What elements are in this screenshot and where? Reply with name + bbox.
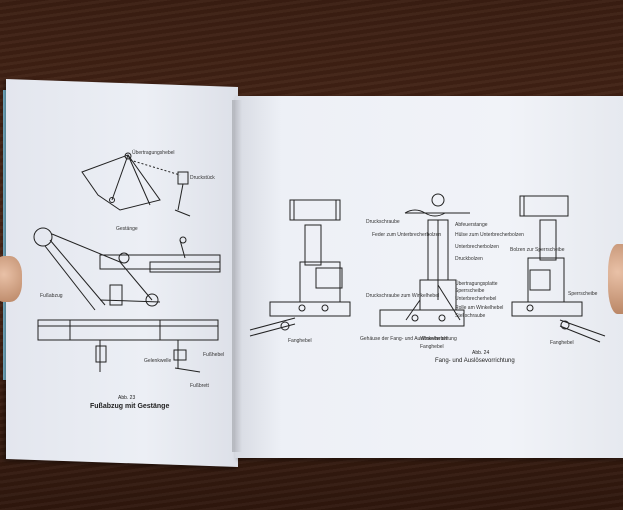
- right-view-cylinder: [519, 195, 569, 217]
- label-druckbolzen: Druckbolzen: [455, 256, 483, 262]
- center-view-top-knob: [431, 193, 445, 207]
- label-uebertragungsplatte: Übertragungsplatte: [455, 281, 498, 287]
- label-druckschraube: Druckschraube: [366, 219, 400, 225]
- label-druckstueck: Druckstück: [190, 175, 215, 181]
- label-winkelhebel: Winkelhebel: [420, 336, 448, 342]
- label-gehaeuse: Gehäuse der Fang- und Auslösevorrichtung: [360, 336, 457, 342]
- label-bolzen-sperrscheibe: Bolzen zur Sperrscheibe: [510, 247, 565, 253]
- label-unterbrecherhebel: Unterbrecherhebel: [455, 296, 497, 302]
- book-gutter: [232, 100, 242, 452]
- left-view-cylinder: [289, 199, 341, 221]
- right-figure-number: Abb. 24: [472, 350, 490, 356]
- label-rolle-winkelhebel: Rolle am Winkelhebel: [455, 305, 504, 311]
- label-huelse-unterbrecherbolzen: Hülse zum Unterbrecherbolzen: [455, 232, 524, 238]
- label-fanghebel-bottom: Fanghebel: [420, 344, 444, 350]
- label-abfeuerstange: Abfeuerstange: [455, 222, 488, 228]
- label-druckschraube-winkelhebel: Druckschraube zum Winkelhebel: [366, 293, 440, 299]
- label-feder-unterbrecherbolzen: Feder zum Unterbrecherbolzen: [372, 232, 442, 238]
- label-stellschraube: Stellschraube: [455, 313, 486, 319]
- label-uebertragungshebel: Übertragungshebel: [132, 150, 175, 156]
- linkage-plate: [81, 154, 161, 211]
- label-fussabzug: Fußabzug: [40, 293, 63, 299]
- label-fanghebel-right: Fanghebel: [550, 340, 574, 346]
- label-fussbrett: Fußbrett: [190, 383, 209, 389]
- label-gelenkwelle: Gelenkwelle: [144, 358, 172, 364]
- left-figure-title: Fußabzug mit Gestänge: [90, 403, 170, 410]
- label-unterbrecherbolzen: Unterbrecherbolzen: [455, 244, 499, 250]
- right-thumb: [608, 244, 623, 314]
- label-gestaenge: Gestänge: [116, 226, 138, 232]
- label-fanghebel-left: Fanghebel: [288, 338, 312, 344]
- right-figure-title: Fang- und Auslösevorrichtung: [435, 358, 515, 364]
- linkage-rod: [111, 154, 129, 201]
- floor-assembly: [37, 319, 219, 341]
- label-sperrscheibe: Sperrscheibe: [455, 288, 485, 294]
- label-sperrscheibe-right: Sperrscheibe: [568, 291, 598, 297]
- label-fusshebel: Fußhebel: [203, 352, 225, 358]
- left-thumb: [0, 256, 22, 302]
- trigger-ring: [33, 227, 53, 247]
- left-figure-number: Abb. 23: [118, 395, 136, 401]
